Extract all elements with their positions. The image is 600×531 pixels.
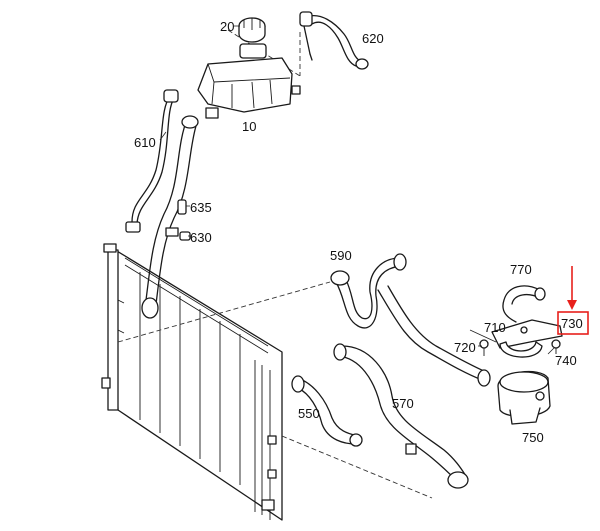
hose-630: [141, 115, 199, 319]
bracket-730: [491, 319, 563, 349]
label-740: 740: [555, 353, 577, 368]
hose-770: [502, 285, 546, 323]
bolt-740: [551, 339, 561, 354]
label-10: 10: [242, 119, 256, 134]
highlight-arrow: [567, 266, 577, 310]
label-750: 750: [522, 430, 544, 445]
bolt-720: [479, 339, 489, 356]
cap: [238, 17, 266, 43]
label-570: 570: [392, 396, 414, 411]
expansion-tank: [197, 43, 301, 119]
label-550: 550: [298, 406, 320, 421]
hose-590: [330, 253, 491, 387]
label-770: 770: [510, 262, 532, 277]
clip-635: [177, 199, 187, 215]
label-730: 730: [561, 316, 583, 331]
hose-570: [333, 343, 469, 489]
label-20: 20: [220, 19, 234, 34]
hose-620: [299, 11, 369, 70]
label-610: 610: [134, 135, 156, 150]
hose-550: [291, 375, 363, 447]
pump-750: [497, 370, 551, 425]
label-620: 620: [362, 31, 384, 46]
label-630: 630: [190, 230, 212, 245]
label-590: 590: [330, 248, 352, 263]
label-710: 710: [484, 320, 506, 335]
leader-lines: [159, 25, 555, 355]
hose-610: [125, 89, 179, 233]
label-720: 720: [454, 340, 476, 355]
radiator: [101, 243, 283, 521]
clamp-710: [499, 341, 543, 358]
highlight-box-730: [557, 311, 589, 335]
label-635: 635: [190, 200, 212, 215]
